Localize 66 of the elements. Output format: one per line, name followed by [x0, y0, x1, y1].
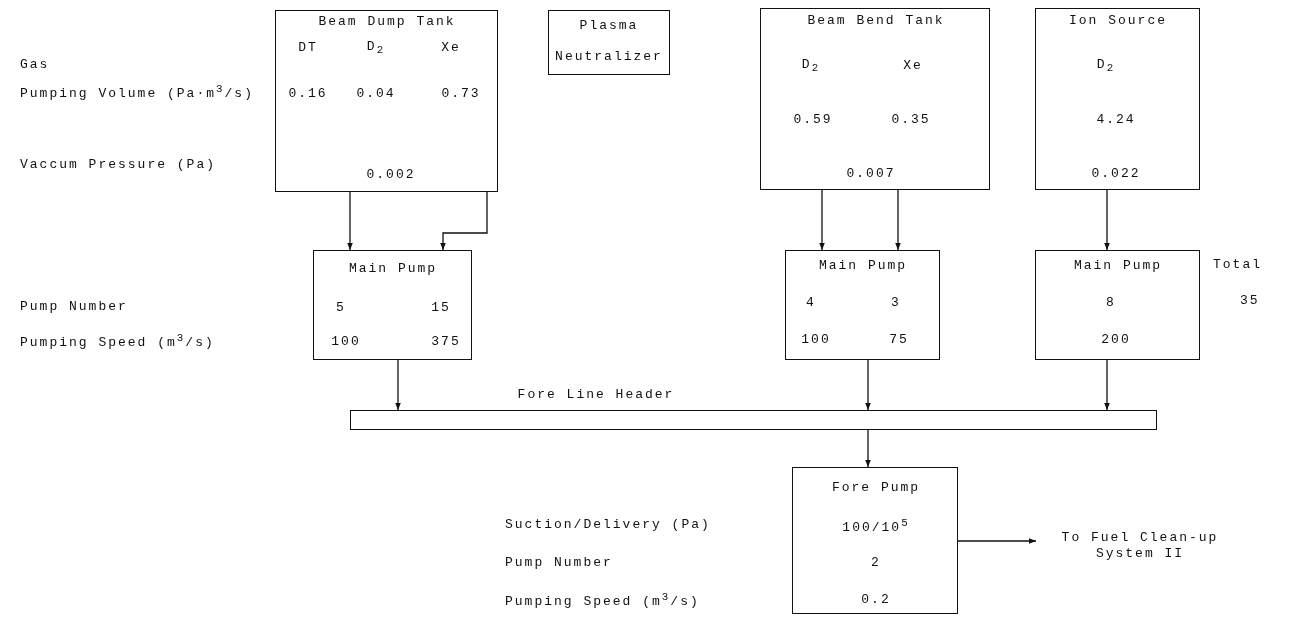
box-title: Beam Dump Tank — [318, 14, 456, 30]
box-title: Main Pump — [818, 258, 908, 274]
value: 0.35 — [891, 112, 931, 128]
box-title: Main Pump — [348, 261, 438, 277]
value: 100 — [801, 332, 831, 348]
arrow — [1104, 189, 1110, 251]
row-label: Gas — [20, 57, 50, 73]
value: 0.04 — [356, 86, 396, 102]
value: 2 — [871, 555, 881, 571]
gas-name: D$_{2}$ — [801, 56, 821, 76]
gas-name: D$_{2}$ — [366, 38, 386, 58]
value: 100/10$^{5}$ — [842, 516, 910, 536]
value: 4 — [806, 295, 816, 311]
arrow — [1104, 359, 1110, 411]
box-title: Beam Bend Tank — [807, 13, 945, 29]
value: 375 — [431, 334, 461, 350]
pump-box — [785, 250, 940, 360]
value: 100 — [331, 334, 361, 350]
value: 0.16 — [288, 86, 328, 102]
pump-box — [1035, 250, 1200, 360]
value: 0.002 — [366, 167, 416, 183]
row-label: Pumping Speed (m$^{3}$/s) — [505, 590, 700, 610]
arrow — [865, 359, 871, 411]
arrow — [865, 429, 871, 468]
value: 0.007 — [846, 166, 896, 182]
arrow — [440, 191, 488, 251]
destination-text: To Fuel Clean-up System II — [1040, 530, 1240, 562]
row-label: Pump Number — [20, 299, 128, 315]
value: 5 — [336, 300, 346, 316]
value: 8 — [1106, 295, 1116, 311]
gas-name: Xe — [903, 58, 923, 74]
column-label: Total — [1213, 257, 1262, 273]
tank-box — [275, 10, 498, 192]
arrow — [957, 538, 1037, 544]
gas-name: DT — [298, 40, 318, 56]
box-title: Plasma Neutralizer — [554, 17, 664, 66]
value: 15 — [431, 300, 451, 316]
gas-name: Xe — [441, 40, 461, 56]
row-label: Pump Number — [505, 555, 613, 571]
box-title: Main Pump — [1073, 258, 1163, 274]
value: 0.022 — [1091, 166, 1141, 182]
box-title: Ion Source — [1069, 13, 1167, 29]
value: 75 — [889, 332, 909, 348]
value: 0.73 — [441, 86, 481, 102]
source-box — [1035, 8, 1200, 190]
box-title: Fore Pump — [831, 480, 921, 496]
value: 0.59 — [793, 112, 833, 128]
pump-box — [313, 250, 472, 360]
value: 35 — [1240, 293, 1260, 309]
row-label: Suction/Delivery (Pa) — [505, 517, 711, 533]
value: 200 — [1101, 332, 1131, 348]
pump-box — [792, 467, 958, 614]
value: 0.2 — [861, 592, 891, 608]
arrow — [395, 359, 401, 411]
neutralizer-box — [548, 10, 670, 75]
gas-name: D$_{2}$ — [1096, 56, 1116, 76]
row-label: Pumping Speed (m$^{3}$/s) — [20, 331, 215, 351]
value: 3 — [891, 295, 901, 311]
pipe-title: Fore Line Header — [517, 387, 675, 403]
arrow — [895, 189, 901, 251]
tank-box — [760, 8, 990, 190]
row-label: Vaccum Pressure (Pa) — [20, 157, 217, 173]
arrow — [819, 189, 825, 251]
arrow — [347, 191, 353, 251]
value: 4.24 — [1096, 112, 1136, 128]
row-label: Pumping Volume (Pa·m$^{3}$/s) — [20, 82, 254, 102]
